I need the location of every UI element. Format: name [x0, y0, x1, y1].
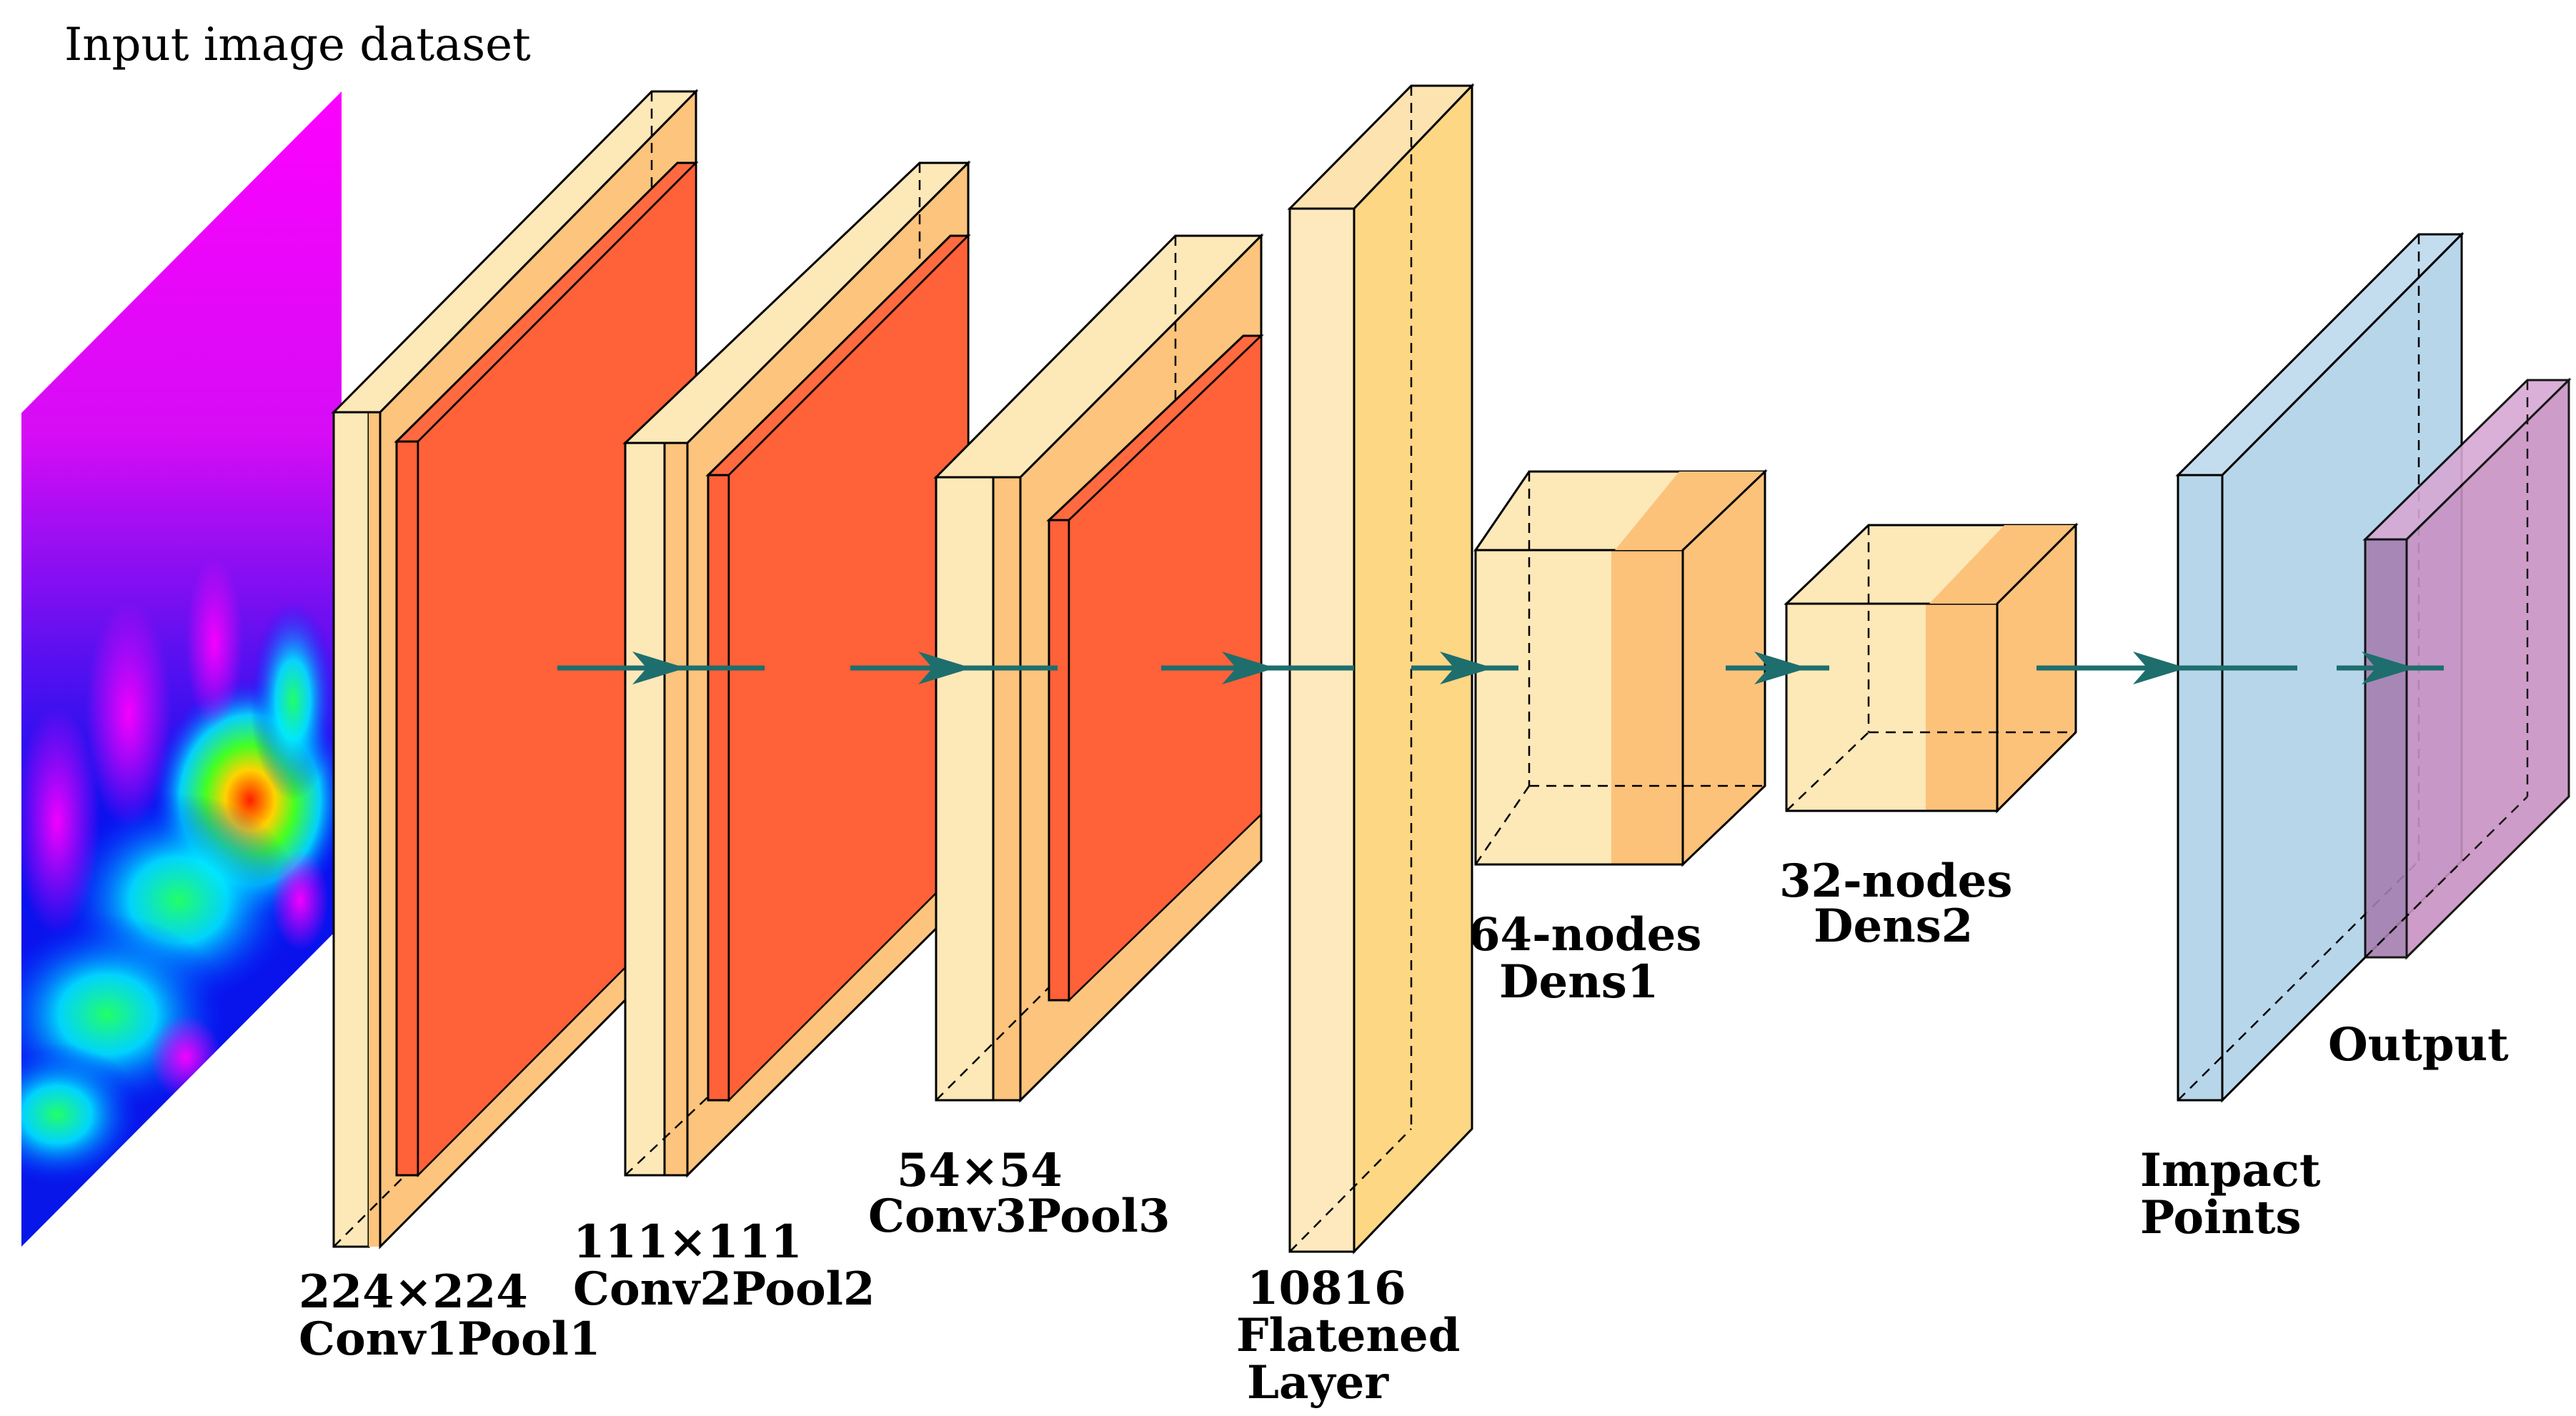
input-dataset-title: Input image dataset: [64, 19, 531, 71]
arrow-7: [2337, 652, 2444, 684]
dens2-block: [1784, 522, 2079, 814]
flatten-label: 10816 Flatened Layer: [1236, 1262, 1476, 1410]
arrow-2: [850, 652, 1058, 684]
conv1-label: 224×224 Conv1Pool1: [299, 1265, 601, 1366]
conv2-filter: [705, 233, 971, 1103]
output-label: Output: [2328, 1018, 2509, 1072]
dens1-label: 64-nodes Dens1: [1468, 908, 1718, 1009]
arrow-1: [557, 652, 765, 684]
output-block: [2362, 377, 2572, 960]
conv3-label: 54×54 Conv3Pool3: [868, 1144, 1170, 1243]
arrow-3: [1161, 652, 1354, 684]
dens2-label: 32-nodes Dens2: [1779, 854, 2029, 953]
input-image: [21, 91, 342, 1247]
impact-points-label: Impact Points: [2140, 1144, 2337, 1245]
arrow-6: [2037, 652, 2297, 684]
arrow-5: [1726, 652, 1829, 684]
conv2-label: 111×111 Conv2Pool2: [573, 1215, 875, 1316]
dens1-block: [1473, 469, 1768, 867]
arrow-4: [1411, 652, 1518, 684]
